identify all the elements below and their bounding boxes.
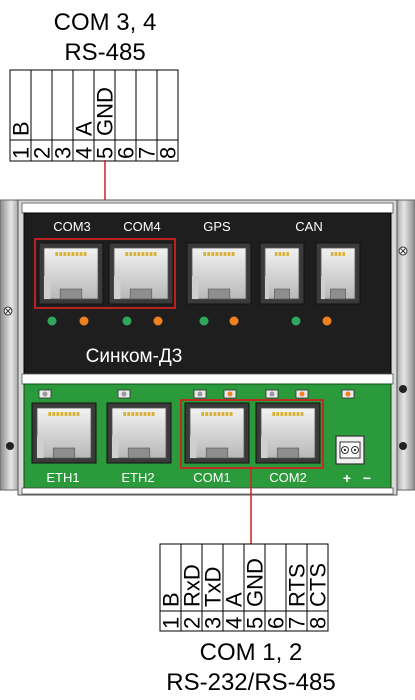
top-header-line2: RS-485 [64, 39, 145, 66]
power-plus-label: + [343, 470, 351, 486]
port-label: COM3 [53, 219, 91, 234]
pin-number: 1 [9, 147, 34, 159]
mount-hole-icon [6, 442, 14, 450]
mount-hole-icon [399, 385, 407, 393]
rj-jack-icon [31, 402, 97, 464]
pin-number: 4 [222, 617, 247, 629]
pin-number: 2 [180, 617, 205, 629]
port-label: CAN [295, 219, 322, 234]
pin-number: 2 [30, 147, 55, 159]
rj-jack-icon [184, 402, 250, 464]
pin-number: 6 [114, 147, 139, 159]
pin-number: 8 [156, 147, 181, 159]
rj-jack-icon [255, 402, 321, 464]
pin-number: 8 [306, 617, 331, 629]
pin-number: 4 [72, 147, 97, 159]
port-label: COM4 [123, 219, 161, 234]
pin-number: 7 [135, 147, 160, 159]
port-label: COM1 [193, 470, 231, 485]
pin-signal: GND [93, 87, 118, 136]
mount-hole-icon [399, 442, 407, 450]
pin-number: 7 [285, 617, 310, 629]
status-led-icon [227, 391, 233, 397]
com34-highlight [34, 238, 176, 309]
led-orange-icon [229, 316, 239, 326]
pin-signal: B [159, 592, 184, 607]
led-green-icon [199, 316, 209, 326]
pin-number: 5 [243, 617, 268, 629]
status-led-icon [197, 391, 203, 397]
led-green-icon [122, 316, 132, 326]
pin-number: 3 [51, 147, 76, 159]
led-green-icon [291, 316, 301, 326]
pin-signal: TxD [201, 567, 226, 607]
com12-highlight [180, 399, 324, 469]
rj-jack-icon [186, 242, 252, 305]
pin-signal: RTS [285, 563, 310, 607]
device: COM3 COM4 GPS CAN ETH1 ETH2 COM1 COM2 Синком-Д… [0, 199, 415, 496]
pin-number: 6 [264, 617, 289, 629]
led-orange-icon [322, 316, 332, 326]
pin-number: 1 [159, 617, 184, 629]
pin-number: 5 [93, 147, 118, 159]
screw-icon [3, 306, 13, 316]
bottom-footer-line2: RS-232/RS-485 [166, 669, 335, 696]
status-led-icon [42, 391, 48, 397]
port-label: GPS [203, 219, 231, 234]
upper-ports: COM3 COM4 GPS CAN [38, 219, 361, 326]
bottom-footer-line1: COM 1, 2 [200, 639, 303, 666]
rj-jack-icon [315, 242, 361, 305]
pin-signal: A [72, 121, 97, 136]
pin-signal: RxD [180, 564, 205, 607]
pin-signal: GND [243, 558, 268, 607]
pin-signal: CTS [306, 563, 331, 607]
rj-jack-icon [38, 242, 104, 305]
rj-jack-icon [108, 242, 174, 305]
pin-signal: A [222, 592, 247, 607]
port-label: ETH2 [121, 470, 154, 485]
pin-number: 3 [201, 617, 226, 629]
pin-signal: B [9, 121, 34, 136]
status-led-icon [345, 391, 351, 397]
lower-ports: ETH1 ETH2 COM1 COM2 [31, 389, 355, 485]
top-header-line1: COM 3, 4 [54, 9, 157, 36]
port-label: ETH1 [46, 470, 79, 485]
device-name: Синком-Д3 [86, 346, 183, 367]
led-orange-icon [153, 316, 163, 326]
status-led-icon [299, 391, 305, 397]
rj-jack-icon [106, 402, 172, 464]
power-minus-label: − [363, 470, 371, 486]
status-led-icon [269, 391, 275, 397]
power-terminal [335, 435, 365, 465]
led-green-icon [47, 316, 57, 326]
port-label: COM2 [269, 470, 307, 485]
led-orange-icon [79, 316, 89, 326]
status-led-icon [121, 391, 127, 397]
bottom-pin-table: B 1 RxD 2 TxD 3 A 4 GND 56 RTS 7 CTS 8 [159, 543, 331, 632]
screw-icon [398, 246, 408, 256]
rj-jack-icon [259, 242, 305, 305]
